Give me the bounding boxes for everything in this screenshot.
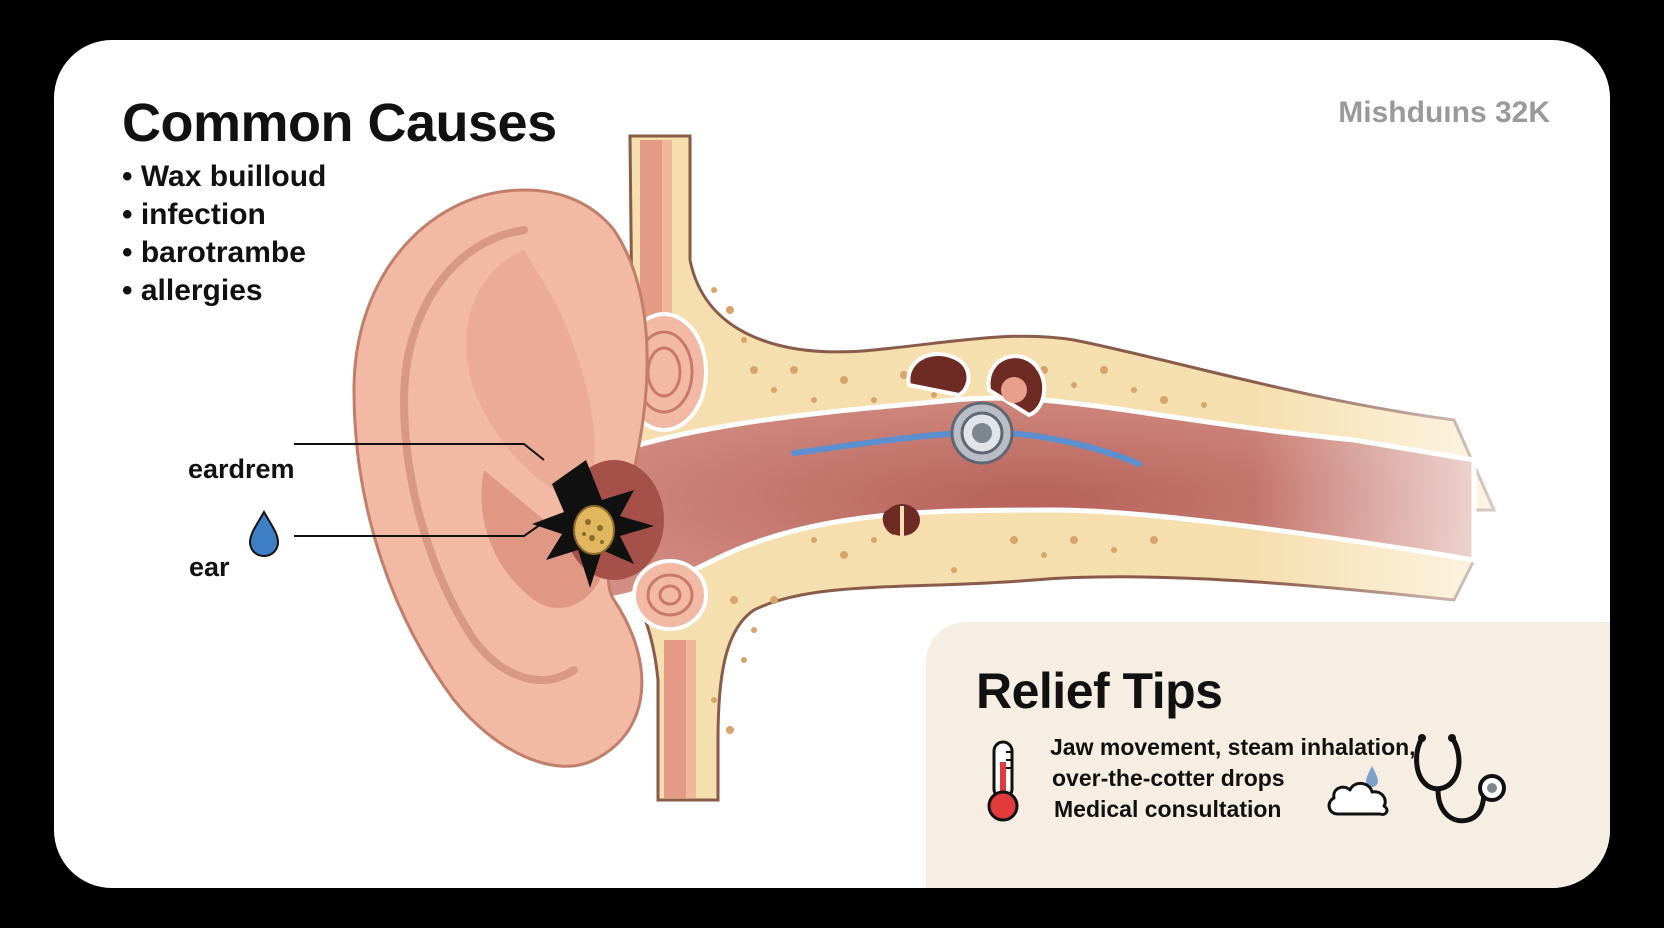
water-drop-icon [248, 509, 280, 558]
ear-anatomy-diagram [248, 134, 1610, 802]
list-item: allergies [122, 272, 326, 310]
earwax [573, 505, 615, 555]
list-item: infection [122, 196, 326, 234]
relief-tips-list: Jaw movement, steam inhalation, over-the… [1050, 732, 1416, 825]
causes-list: Wax builloud infection barotrambe allerg… [122, 158, 327, 310]
list-item: Medical consultation [1054, 796, 1282, 822]
infographic-card: Common Causes Wax builloud infection bar… [54, 40, 1610, 888]
eardrum-disc [950, 401, 1014, 465]
relief-title: Relief Tips [976, 663, 1223, 719]
stethoscope-icon [1414, 734, 1506, 824]
watermark-text: Miѕhduıns 32K [1338, 96, 1550, 129]
eardrum-label: eardrem [188, 454, 295, 484]
list-item: Wax builloud [122, 158, 327, 196]
thermometer-icon [987, 740, 1019, 822]
middle-ear-chamber [906, 352, 971, 398]
outer-ear-pinna [352, 188, 649, 768]
page-title: Common Causes [122, 93, 557, 153]
list-item: barotrambe [122, 234, 326, 272]
list-item: Jaw movement, steam inhalation, [1050, 734, 1416, 760]
relief-tips-panel: Relief Tips Jaw movement, steam inhalati… [926, 622, 1610, 888]
ear-label: ear [189, 552, 230, 582]
callout-lines [294, 443, 545, 537]
steam-cloud-icon [1327, 766, 1389, 816]
list-item: over-the-cotter drops [1052, 765, 1285, 791]
